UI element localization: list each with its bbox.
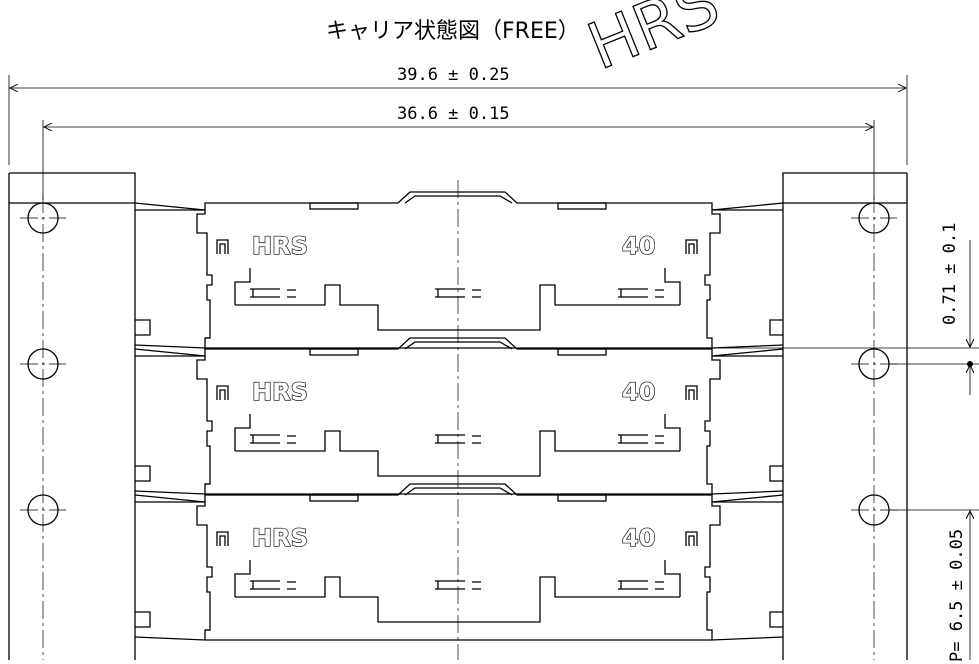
brand-label: HRS bbox=[252, 232, 308, 260]
hrs-watermark: HRS bbox=[578, 0, 729, 85]
pitch-dimension: P= 6.5 ± 0.05 bbox=[890, 509, 979, 662]
connector-unit: HRS 40 bbox=[134, 483, 784, 641]
overall-width-label: 39.6 ± 0.25 bbox=[397, 65, 510, 85]
right-carrier-strip bbox=[782, 172, 908, 660]
offset-dimension: 0.71 ± 0.1 bbox=[718, 223, 979, 395]
brand-label: HRS bbox=[252, 378, 308, 406]
brand-label: HRS bbox=[252, 524, 308, 552]
left-carrier-strip bbox=[8, 172, 136, 660]
pin-count-label: 40 bbox=[622, 378, 655, 406]
pin-count-label: 40 bbox=[622, 524, 655, 552]
drawing-title: キャリア状態図（FREE） bbox=[326, 19, 580, 44]
overall-width-dimension: 39.6 ± 0.25 bbox=[8, 65, 908, 165]
pin-count-label: 40 bbox=[622, 232, 655, 260]
offset-label: 0.71 ± 0.1 bbox=[940, 223, 960, 325]
pitch-label: P= 6.5 ± 0.05 bbox=[947, 529, 967, 662]
hole-pitch-label: 36.6 ± 0.15 bbox=[397, 104, 510, 124]
connector-unit: HRS 40 bbox=[134, 337, 784, 495]
connector-unit: HRS 40 bbox=[134, 191, 784, 349]
hole-pitch-dimension: 36.6 ± 0.15 bbox=[42, 104, 875, 200]
